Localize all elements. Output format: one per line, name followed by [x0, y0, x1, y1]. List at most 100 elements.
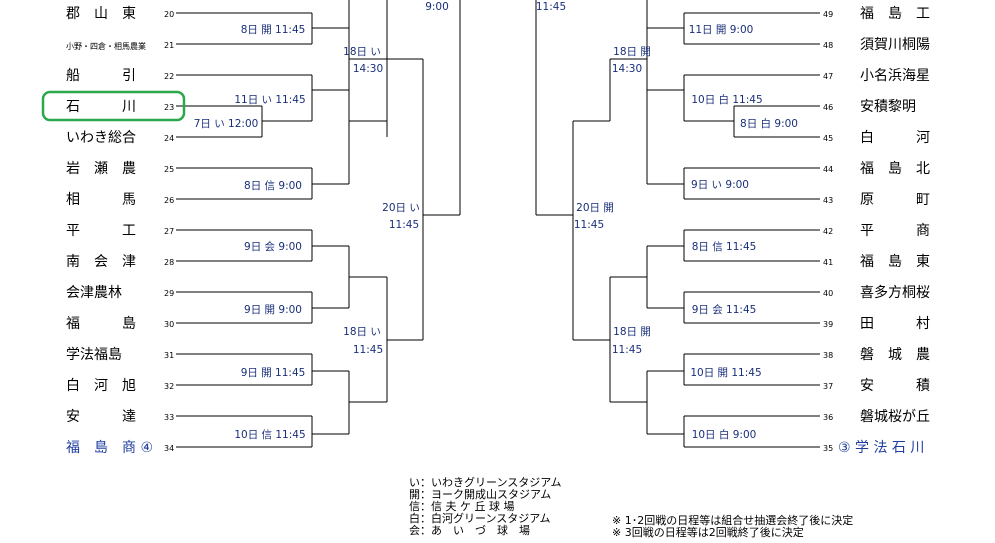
- left-team-seed: 21: [164, 41, 174, 50]
- game-label: 10日 白 11:45: [691, 93, 762, 106]
- left-team-name: 船 引: [66, 68, 136, 84]
- game-label: 18日 開: [613, 46, 651, 58]
- bracket-lines: [176, 0, 820, 448]
- legend-item-shirakawa: 白：白河グリーンスタジアム: [409, 512, 551, 525]
- right-team-seed: 39: [823, 320, 833, 329]
- left-team-name: 学法福島: [66, 347, 122, 363]
- game-label: 11:45: [612, 344, 642, 356]
- right-team-name: 小名浜海星: [860, 68, 930, 84]
- right-team-name: 平 商: [860, 223, 930, 239]
- left-team-seed: 34: [164, 444, 174, 453]
- left-team-name: 安 達: [66, 409, 136, 425]
- game-label: 10日 白 9:00: [692, 428, 757, 441]
- right-team-name: ③ 学 法 石 川: [838, 440, 924, 456]
- left-team-name: いわき総合: [66, 130, 136, 146]
- right-team-name: 磐 城 農: [860, 347, 930, 363]
- right-team-seed: 36: [823, 413, 833, 422]
- right-team-name: 安 積: [860, 378, 930, 394]
- game-label: 8日 信 9:00: [244, 180, 302, 192]
- right-team-seed: 40: [823, 289, 833, 298]
- game-label: 18日 い: [343, 326, 381, 338]
- game-label: 9日 会 11:45: [692, 303, 757, 316]
- legend-item-iwaki: い：いわきグリーンスタジアム: [409, 476, 562, 489]
- legend-item-aizu: 会：あ い づ 球 場: [409, 524, 530, 537]
- game-label: 8日 白 9:00: [740, 117, 798, 130]
- right-team-seed: 42: [823, 227, 833, 236]
- game-label: 14:30: [353, 63, 383, 75]
- right-team-seed: 46: [823, 103, 833, 112]
- right-team-seed: 44: [823, 165, 833, 174]
- left-team-name: 石 川: [66, 99, 136, 115]
- game-label: 10日 信 11:45: [234, 429, 305, 441]
- venue-legend: い：いわきグリーンスタジアム 開：ヨーク開成山スタジアム 信：信 夫 ケ 丘 球…: [409, 477, 561, 537]
- right-team-name: 福 島 北: [860, 161, 930, 177]
- left-team-name: 福 島 商 ④: [66, 440, 153, 456]
- right-team-name: 安積黎明: [860, 99, 916, 115]
- game-label: 11日 開 9:00: [689, 24, 754, 36]
- game-label: 9日 開 11:45: [241, 367, 306, 379]
- left-team-seed: 33: [164, 413, 174, 422]
- game-label: 11:45: [536, 1, 566, 13]
- left-team-seed: 30: [164, 320, 174, 329]
- left-team-seed: 23: [164, 103, 174, 112]
- left-team-name: 会津農林: [66, 285, 122, 301]
- right-team-seed: 49: [823, 10, 833, 19]
- right-team-seed: 41: [823, 258, 833, 267]
- game-label: 14:30: [612, 63, 642, 75]
- right-team-name: 喜多方桐桜: [860, 284, 930, 301]
- right-team-name: 須賀川桐陽: [860, 37, 930, 53]
- left-team-name: 白 河 旭: [66, 378, 136, 394]
- left-team-seed: 22: [164, 72, 174, 81]
- legend-item-kaiseizan: 開：ヨーク開成山スタジアム: [409, 488, 552, 501]
- note-round-1-2: ※ 1･2回戦の日程等は組合せ抽選会終了後に決定: [612, 514, 854, 527]
- left-team-name: 岩 瀬 農: [66, 161, 136, 177]
- game-label: 9日 開 9:00: [244, 304, 302, 316]
- schedule-notes: ※ 1･2回戦の日程等は組合せ抽選会終了後に決定 ※ 3回戦の日程等は2回戦終了…: [612, 515, 853, 539]
- game-label: 11:45: [574, 219, 604, 231]
- game-label: 9日 会 9:00: [244, 240, 302, 253]
- game-label: 18日 い: [343, 46, 381, 58]
- left-team-seed: 26: [164, 196, 174, 205]
- left-team-seed: 27: [164, 227, 174, 236]
- legend-item-shinobugaoka: 信：信 夫 ケ 丘 球 場: [409, 500, 515, 513]
- game-label: 10日 開 11:45: [690, 367, 761, 379]
- game-label: 20日 い: [382, 202, 420, 214]
- note-round-3: ※ 3回戦の日程等は2回戦終了後に決定: [612, 526, 804, 539]
- right-team-name: 福 島 東: [860, 254, 930, 270]
- highlight-box: [41, 90, 186, 122]
- left-team-seed: 24: [164, 134, 174, 143]
- game-label: 11:45: [389, 219, 419, 231]
- left-team-name: 福 島: [66, 316, 136, 332]
- game-label: 11日 い 11:45: [234, 94, 305, 106]
- right-team-name: 白 河: [860, 130, 930, 146]
- right-team-seed: 37: [823, 382, 833, 391]
- left-team-seed: 29: [164, 289, 174, 298]
- right-team-name: 福 島 工: [860, 6, 930, 22]
- right-team-name: 磐城桜が丘: [860, 409, 930, 425]
- game-label: 9:00: [425, 1, 449, 13]
- game-label: 20日 開: [576, 202, 614, 214]
- left-team-seed: 32: [164, 382, 174, 391]
- left-team-seed: 28: [164, 258, 174, 267]
- game-label: 18日 開: [613, 326, 651, 338]
- right-team-name: 田 村: [860, 316, 930, 332]
- right-team-seed: 35: [823, 444, 833, 453]
- game-label: 11:45: [353, 344, 383, 356]
- game-label: 7日 い 12:00: [194, 118, 259, 130]
- left-team-name: 南 会 津: [66, 254, 136, 270]
- left-team-name: 平 工: [66, 223, 136, 239]
- left-team-seed: 25: [164, 165, 174, 174]
- left-team-seed: 31: [164, 351, 174, 360]
- game-label: 8日 開 11:45: [241, 24, 306, 36]
- right-team-seed: 45: [823, 134, 833, 143]
- right-team-seed: 43: [823, 196, 833, 205]
- game-label: 8日 信 11:45: [692, 241, 757, 253]
- left-team-name: 相 馬: [66, 192, 136, 208]
- left-team-name: 郡 山 東: [66, 6, 136, 22]
- right-team-name: 原 町: [860, 192, 930, 208]
- right-team-seed: 48: [823, 41, 833, 50]
- right-team-seed: 38: [823, 351, 833, 360]
- left-team-name: 小野・四倉・相馬農業: [66, 41, 146, 51]
